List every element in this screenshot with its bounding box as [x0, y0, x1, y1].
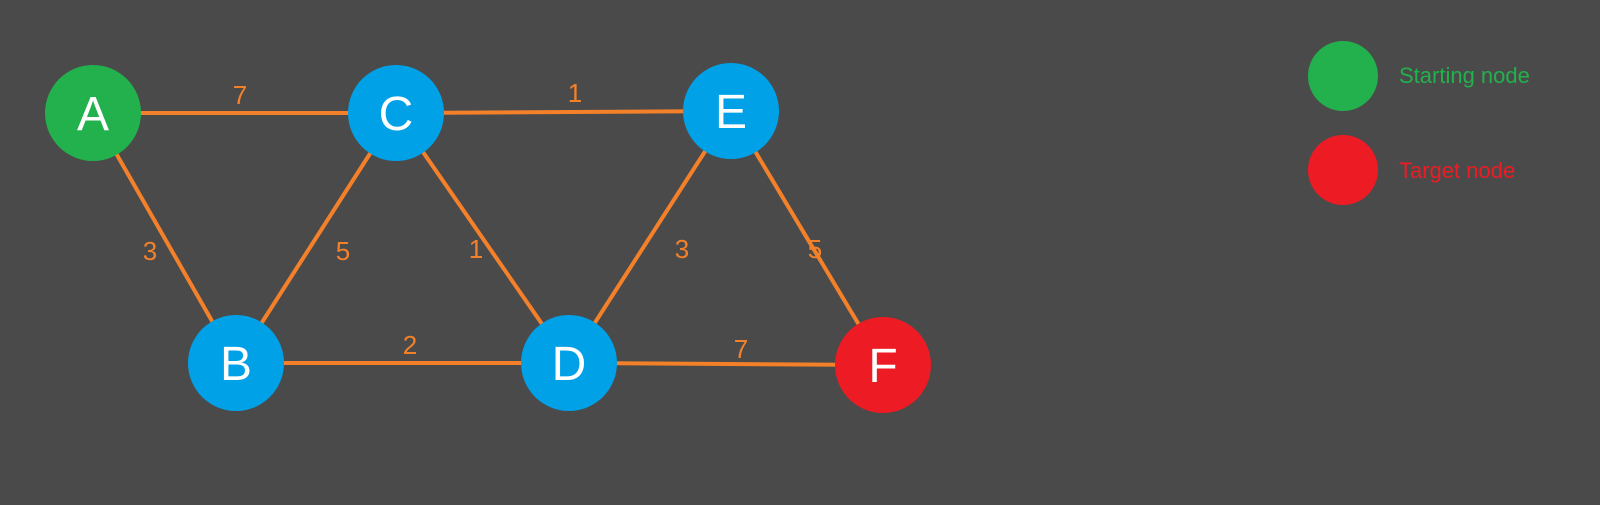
edge-c-e — [395, 109, 732, 115]
legend-label-start: Starting node — [1399, 63, 1530, 88]
edge-labels-layer: 7 3 5 2 1 1 3 7 5 — [143, 78, 822, 364]
node-c: C — [348, 65, 444, 161]
node-e-label: E — [715, 86, 747, 139]
node-b-label: B — [220, 338, 252, 391]
node-e: E — [683, 63, 779, 159]
node-f: F — [835, 317, 931, 413]
node-a-circle — [45, 65, 141, 161]
node-d-circle — [521, 315, 617, 411]
edge-weight-d-f: 7 — [734, 334, 748, 364]
legend-item-start: Starting node — [1308, 41, 1530, 111]
edge-weight-d-e: 3 — [675, 234, 689, 264]
node-d: D — [521, 315, 617, 411]
edge-weight-b-d: 2 — [403, 330, 417, 360]
node-f-circle — [835, 317, 931, 413]
node-c-circle — [348, 65, 444, 161]
nodes-layer: A B C D E F — [45, 63, 931, 413]
node-c-label: C — [379, 88, 414, 141]
edge-weight-e-f: 5 — [808, 234, 822, 264]
edge-weight-b-c: 5 — [336, 236, 350, 266]
edge-weight-c-e: 1 — [568, 78, 582, 108]
node-d-label: D — [552, 338, 587, 391]
edge-d-e — [567, 109, 733, 365]
legend-label-target: Target node — [1399, 158, 1515, 183]
legend-swatch-start — [1308, 41, 1378, 111]
node-a-label: A — [77, 88, 109, 141]
edge-a-b — [91, 112, 238, 364]
edge-b-c — [234, 111, 398, 365]
edge-weight-a-b: 3 — [143, 236, 157, 266]
edge-d-f — [568, 361, 884, 367]
node-b: B — [188, 315, 284, 411]
edge-weight-c-d: 1 — [469, 234, 483, 264]
node-e-circle — [683, 63, 779, 159]
legend-swatch-target — [1308, 135, 1378, 205]
node-a: A — [45, 65, 141, 161]
node-f-label: F — [868, 340, 897, 393]
edge-weight-a-c: 7 — [233, 80, 247, 110]
node-b-circle — [188, 315, 284, 411]
edge-e-f — [729, 109, 885, 367]
edges-layer — [91, 109, 885, 367]
legend-item-target: Target node — [1308, 135, 1515, 205]
edge-c-d — [394, 111, 571, 365]
